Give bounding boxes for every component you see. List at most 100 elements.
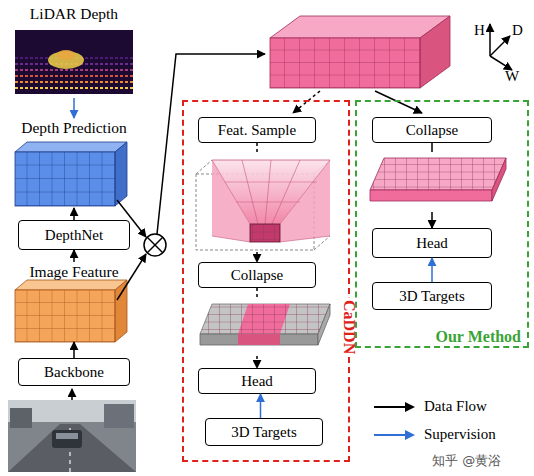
panel-heading: Image Feature — [12, 262, 136, 282]
bev-slab-ours — [370, 158, 506, 201]
camera-frustum-part — [225, 182, 317, 183]
lidar-depth-image-part — [48, 51, 84, 69]
data-flow-arrow — [431, 143, 433, 228]
method-group: Our Method CollapseHead 3D Targets — [355, 100, 529, 348]
legend-text: Data Flow — [424, 398, 487, 415]
lidar-depth-image-part — [15, 87, 133, 89]
camera-frustum-part — [212, 236, 250, 242]
street-photo-part — [8, 400, 136, 472]
camera-frustum-part — [236, 202, 300, 203]
supervision-arrow — [431, 258, 433, 282]
process-box: DepthNet — [18, 220, 130, 250]
method-group: CaDDNFeat. SampleCollapseHead3D Targets — [182, 100, 350, 462]
box-label: Feat. Sample — [218, 122, 296, 139]
depth-cube-part — [15, 142, 127, 152]
target-box: 3D Targets — [205, 418, 323, 446]
street-photo — [8, 389, 136, 472]
depth-cube-part — [15, 152, 115, 206]
frustum-volume-part — [270, 38, 420, 88]
axis-label: D — [512, 22, 523, 39]
camera-frustum-part — [280, 160, 330, 224]
camera-frustum — [196, 160, 330, 250]
street-photo-part — [52, 430, 82, 448]
frustum-volume-part — [270, 16, 450, 38]
feature-cube-part — [115, 280, 127, 342]
depth-cube-part — [15, 152, 115, 206]
legend-item: Supervision — [372, 426, 496, 443]
lidar-depth-image-part — [15, 30, 133, 94]
supervision-arrow — [73, 98, 75, 118]
watermark: 知乎 @黄浴 — [432, 452, 501, 470]
bev-slab-sampled-part — [200, 304, 330, 334]
camera-frustum-part — [212, 160, 250, 242]
multiply-symbol-part — [117, 254, 146, 300]
box-label: Collapse — [406, 122, 459, 139]
lidar-depth-image-part — [15, 81, 133, 83]
panel-heading: Depth Prediction — [12, 118, 136, 138]
camera-frustum-part — [280, 160, 330, 242]
legend-arrowhead — [405, 402, 415, 412]
frustum-volume-part — [293, 91, 320, 113]
process-box: Collapse — [198, 262, 316, 288]
street-photo-part — [56, 433, 78, 439]
lidar-depth-image-part — [57, 50, 75, 60]
axis-label: H — [474, 22, 485, 39]
legend-swatch — [372, 428, 416, 442]
box-label: Collapse — [231, 267, 284, 284]
data-flow-arrow — [73, 208, 75, 220]
axes-part — [490, 36, 510, 56]
camera-frustum-part — [272, 160, 300, 224]
process-box: Head — [372, 228, 492, 258]
axes-part — [490, 56, 512, 70]
street-photo-part — [8, 424, 136, 472]
bev-slab-ours-part — [370, 158, 506, 190]
panel-heading: LiDAR Depth — [12, 4, 136, 24]
street-photo-part — [71, 389, 73, 400]
street-photo-part — [10, 408, 32, 428]
frustum-volume — [270, 14, 452, 113]
supervision-arrow — [260, 394, 262, 418]
box-label: 3D Targets — [399, 288, 464, 305]
multiply-symbol-part — [147, 237, 163, 253]
bev-slab-sampled-part — [238, 334, 280, 345]
lidar-depth-image-part — [15, 69, 133, 71]
feature-volume: Depth Prediction — [12, 118, 136, 208]
lidar-depth-image — [15, 30, 133, 94]
box-label: Head — [416, 235, 448, 252]
bev-slab-ours-part — [492, 158, 506, 201]
target-box: 3D Targets — [372, 282, 492, 310]
image-panel: LiDAR Depth — [12, 4, 136, 98]
bev-slab-ours-part — [370, 158, 506, 190]
box-label: Backbone — [44, 364, 104, 381]
bev-slab-sampled-part — [200, 334, 318, 345]
process-box: Head — [198, 368, 316, 394]
feature-cube — [15, 280, 127, 342]
frustum-volume-part — [375, 91, 422, 113]
camera-frustum-part — [265, 160, 271, 224]
camera-frustum-part — [314, 236, 330, 250]
group-title: Our Method — [436, 328, 521, 346]
frustum-volume-part — [270, 38, 420, 88]
feature-cube-part — [15, 280, 127, 290]
legend-arrowhead — [405, 430, 415, 440]
data-flow-arrow — [256, 288, 258, 368]
box-label: DepthNet — [45, 227, 103, 244]
bev-slab-sampled-part — [318, 304, 330, 345]
bev-slab-sampled — [200, 304, 330, 345]
frustum-volume-part — [420, 16, 450, 88]
feature-volume: Image Feature — [12, 262, 136, 342]
camera-frustum-part — [242, 160, 258, 224]
lidar-depth-image-part — [15, 75, 133, 77]
camera-frustum-part — [280, 236, 330, 242]
feature-cube-part — [15, 290, 115, 342]
camera-frustum-part — [196, 160, 212, 174]
feature-cube-part — [15, 290, 115, 342]
camera-frustum-part — [250, 224, 280, 242]
process-box: Feat. Sample — [198, 117, 316, 143]
process-box: Collapse — [372, 117, 492, 143]
legend-text: Supervision — [424, 426, 496, 443]
axis-label: W — [505, 68, 519, 85]
box-label: Head — [241, 373, 273, 390]
multiply-symbol-part — [147, 237, 163, 253]
